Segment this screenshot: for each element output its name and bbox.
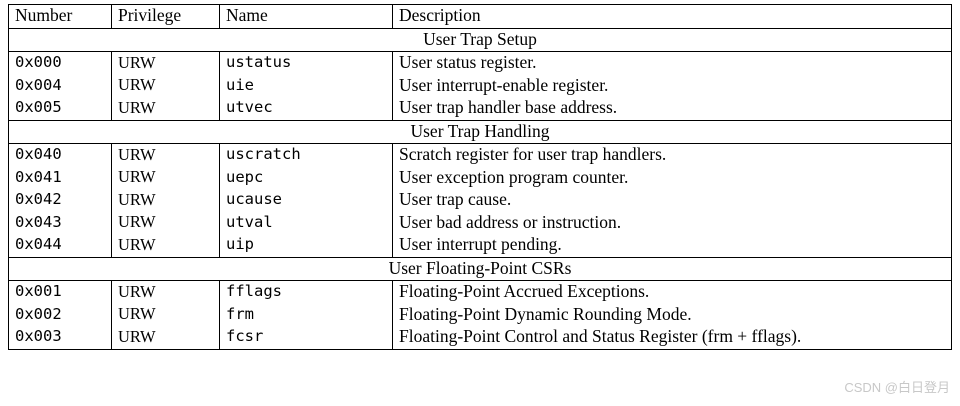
table-row: 0x003 URW fcsr Floating-Point Control an… [8, 326, 952, 349]
cell-description: User status register. [399, 52, 537, 72]
cell-name: uscratch [219, 143, 393, 167]
cell-name: uip [219, 234, 393, 257]
table-row: 0x041 URW uepc User exception program co… [8, 166, 952, 189]
cell-number: 0x005 [8, 97, 112, 120]
section-header-row: User Trap Setup [8, 28, 952, 52]
cell-privilege: URW [111, 326, 220, 349]
cell-name: fcsr [219, 326, 393, 349]
section-title-user-floating-point-csrs: User Floating-Point CSRs [8, 256, 952, 281]
cell-number: 0x003 [8, 326, 112, 349]
column-header-description: Description [392, 4, 952, 29]
table-header-row: Number Privilege Name Description [8, 4, 952, 29]
cell-privilege: URW [111, 234, 220, 257]
cell-privilege: URW [111, 189, 220, 212]
cell-description: User trap cause. [399, 189, 512, 209]
csr-table-body: Number Privilege Name Description User T… [8, 4, 952, 349]
cell-number: 0x042 [8, 189, 112, 212]
cell-description: Scratch register for user trap handlers. [399, 144, 667, 164]
cell-number: 0x043 [8, 211, 112, 234]
section-header-row: User Floating-Point CSRs [8, 256, 952, 281]
cell-name: utvec [219, 97, 393, 120]
cell-description: Floating-Point Dynamic Rounding Mode. [399, 303, 692, 324]
cell-number: 0x002 [8, 303, 112, 326]
table-row: 0x044 URW uip User interrupt pending. [8, 234, 952, 257]
cell-privilege: URW [111, 97, 220, 120]
table-row: 0x040 URW uscratch Scratch register for … [8, 143, 952, 167]
table-row: 0x000 URW ustatus User status register. [8, 51, 952, 75]
cell-name: uie [219, 74, 393, 97]
cell-name: ucause [219, 189, 393, 212]
column-header-privilege: Privilege [111, 4, 220, 29]
cell-privilege: URW [111, 280, 220, 304]
cell-name: uepc [219, 166, 393, 189]
section-title-user-trap-setup: User Trap Setup [8, 28, 952, 52]
cell-description: User trap handler base address. [399, 97, 618, 117]
cell-name: utval [219, 211, 393, 234]
cell-privilege: URW [111, 74, 220, 97]
cell-number: 0x041 [8, 166, 112, 189]
cell-description: Floating-Point Accrued Exceptions. [399, 281, 650, 301]
cell-number: 0x044 [8, 234, 112, 257]
cell-privilege: URW [111, 211, 220, 234]
cell-description: User bad address or instruction. [399, 211, 622, 232]
column-header-name: Name [219, 4, 393, 29]
cell-privilege: URW [111, 51, 220, 75]
table-row: 0x005 URW utvec User trap handler base a… [8, 97, 952, 120]
cell-name: fflags [219, 280, 393, 304]
cell-privilege: URW [111, 166, 220, 189]
section-header-row: User Trap Handling [8, 119, 952, 144]
cell-description: Floating-Point Control and Status Regist… [399, 326, 802, 346]
table-row: 0x004 URW uie User interrupt-enable regi… [8, 74, 952, 97]
cell-number: 0x040 [8, 143, 112, 167]
cell-number: 0x000 [8, 51, 112, 75]
cell-name: frm [219, 303, 393, 326]
cell-description: User interrupt-enable register. [399, 74, 609, 95]
table-row: 0x001 URW fflags Floating-Point Accrued … [8, 280, 952, 304]
cell-privilege: URW [111, 303, 220, 326]
column-header-number: Number [8, 4, 112, 29]
table-row: 0x043 URW utval User bad address or inst… [8, 211, 952, 234]
cell-number: 0x004 [8, 74, 112, 97]
section-title-user-trap-handling: User Trap Handling [8, 119, 952, 144]
cell-name: ustatus [219, 51, 393, 75]
cell-description: User interrupt pending. [399, 234, 562, 254]
table-row: 0x042 URW ucause User trap cause. [8, 189, 952, 212]
cell-description: User exception program counter. [399, 166, 629, 187]
csr-table: Number Privilege Name Description User T… [8, 4, 952, 350]
cell-privilege: URW [111, 143, 220, 167]
cell-number: 0x001 [8, 280, 112, 304]
csr-table-container: Number Privilege Name Description User T… [8, 4, 952, 350]
table-row: 0x002 URW frm Floating-Point Dynamic Rou… [8, 303, 952, 326]
watermark: CSDN @白日登月 [844, 380, 950, 395]
